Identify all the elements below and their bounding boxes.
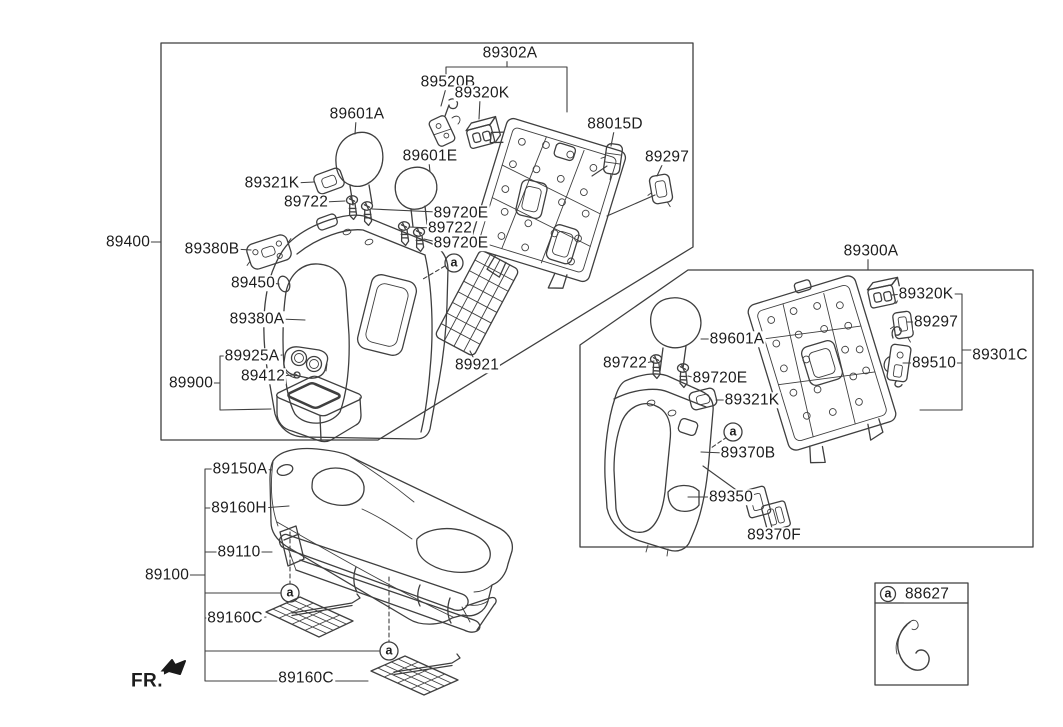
heater-mat-89160C-rear-drawing: [370, 653, 461, 696]
part-label-89301C: 89301C: [971, 346, 1029, 364]
clip-88015D-drawing: [600, 143, 624, 181]
part-label-89720E-top1: 89720E: [432, 204, 490, 222]
part-label-89900: 89900: [167, 374, 215, 392]
bracket-89380B-drawing: [246, 234, 292, 270]
seat-back-single-box: [579, 269, 1034, 548]
hook-88627-drawing: [895, 619, 930, 671]
seat-back-single-cushion-drawing: [604, 373, 714, 557]
clip-89297-right-drawing: [889, 310, 914, 343]
part-label-89297-right: 89297: [912, 313, 960, 331]
callout-marker-top-box: a: [450, 255, 458, 270]
part-label-89722-right: 89722: [601, 354, 649, 372]
legend-part-label-88627: 88627: [903, 585, 951, 603]
part-label-89400: 89400: [104, 233, 152, 251]
screw-89722-drawing: [345, 194, 428, 253]
part-label-89100: 89100: [143, 566, 191, 584]
hole-89450: [277, 275, 291, 293]
seat-back-frame-89301C-drawing: [747, 275, 897, 464]
pocket-89350: [667, 484, 700, 512]
part-label-89380B: 89380B: [183, 240, 241, 258]
part-label-89380A: 89380A: [228, 310, 286, 328]
part-label-89150A: 89150A: [211, 460, 269, 478]
headrest-89601A-drawing: [335, 131, 384, 206]
part-label-89450: 89450: [229, 274, 277, 292]
part-label-89925A: 89925A: [223, 347, 281, 365]
cupholder-89925A-drawing: [283, 346, 329, 379]
seat-cushion-89150A-drawing: [269, 447, 514, 625]
part-label-89720E-right: 89720E: [691, 369, 749, 387]
callout-marker-cushion-2: a: [385, 643, 393, 658]
clip-89297-drawing: [647, 173, 674, 208]
seat-back-double-box: [160, 42, 694, 441]
part-label-89160C-rear: 89160C: [277, 669, 335, 687]
part-label-89412: 89412: [239, 367, 287, 385]
part-label-89320K-top: 89320K: [453, 84, 511, 102]
heater-mat-89160C-front-drawing: [265, 593, 361, 638]
bolt-89412-drawing: [293, 371, 301, 379]
back-panel-pad-89921-drawing: [435, 250, 519, 356]
headrest-89601E-drawing: [394, 166, 438, 228]
part-label-89321K-top: 89321K: [243, 174, 301, 192]
part-label-89601E: 89601E: [401, 147, 459, 165]
part-label-89297-top: 89297: [643, 148, 691, 166]
part-label-88015D: 88015D: [586, 115, 644, 133]
legend-box: [874, 582, 969, 686]
part-label-89601A-right: 89601A: [708, 330, 766, 348]
guide-89321K-drawing: [313, 167, 345, 195]
bracket-89370F-drawing: [742, 485, 791, 532]
callout-marker-right-box: a: [729, 424, 737, 439]
seat-back-cushion-drawing: [263, 213, 449, 440]
part-label-89722-top1: 89722: [282, 193, 330, 211]
callout-marker-circles: [280, 253, 897, 661]
part-label-89720E-top2: 89720E: [432, 234, 490, 252]
part-label-89601A-top: 89601A: [328, 105, 386, 123]
armrest-89900-drawing: [275, 375, 362, 443]
part-label-89370F: 89370F: [746, 526, 802, 544]
callout-marker-legend: a: [884, 586, 892, 601]
part-label-89921: 89921: [453, 356, 501, 374]
part-label-89160H: 89160H: [210, 499, 268, 517]
part-label-89722-top2: 89722: [426, 219, 474, 237]
callout-marker-cushion-1: a: [286, 585, 294, 600]
part-label-89321K-right: 89321K: [723, 391, 781, 409]
fr-direction-label: FR.: [129, 670, 165, 692]
part-label-89300A: 89300A: [842, 242, 900, 260]
seat-back-frame-89302A-drawing: [469, 117, 627, 289]
part-label-89510: 89510: [910, 354, 958, 372]
part-label-89350: 89350: [707, 488, 755, 506]
part-label-89320K-right: 89320K: [897, 285, 955, 303]
latch-89510-drawing: [883, 326, 912, 388]
part-label-89302A: 89302A: [481, 44, 539, 62]
latch-89520B-drawing: [428, 98, 461, 147]
part-label-89160C-front: 89160C: [206, 609, 264, 627]
cushion-frame-89110-drawing: [278, 525, 497, 633]
part-label-89110: 89110: [216, 543, 262, 561]
part-label-89370B: 89370B: [719, 444, 777, 462]
